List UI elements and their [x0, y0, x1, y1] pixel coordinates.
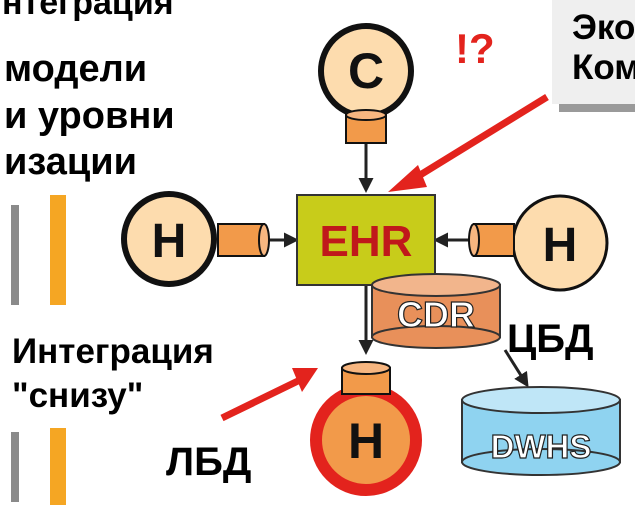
gray-bar-bottom [11, 432, 19, 502]
gray-bar-top [11, 205, 19, 305]
text-ization: изации [4, 141, 137, 183]
cylinder-left [217, 223, 270, 257]
node-ehr-label: EHR [320, 217, 413, 266]
node-c: C [318, 23, 414, 119]
heading-integration: нтеграция [2, 0, 174, 22]
orange-bar-bottom [50, 428, 66, 505]
orange-bar-top [50, 195, 66, 305]
node-h-right-label: H [543, 219, 578, 272]
label-cbd: ЦБД [507, 317, 593, 361]
node-h-right: H [511, 194, 609, 292]
node-cdr-label: CDR [397, 294, 475, 335]
callout-box: Эко Ком [552, 0, 635, 104]
callout-line-2: Ком [572, 48, 635, 87]
cylinder-c [345, 109, 387, 144]
link-cdr-to-dwhs [503, 349, 529, 388]
node-dwhs: DWHS [461, 386, 621, 476]
text-from-below: "снизу" [12, 376, 144, 415]
red-arrow-top [388, 94, 549, 192]
node-dwhs-label: DWHS [491, 428, 592, 465]
cylinder-right [468, 223, 515, 257]
node-h-left: H [121, 191, 217, 287]
node-h-bottom-label: H [348, 413, 384, 469]
label-lbd: ЛБД [166, 440, 251, 484]
node-h-bottom: H [310, 384, 422, 496]
exclamation-mark: !? [455, 25, 495, 72]
cylinder-bottom [341, 361, 391, 395]
node-cdr: CDR [371, 273, 501, 349]
text-integration-bottom: Интеграция [12, 332, 214, 371]
node-ehr: EHR [296, 194, 436, 286]
node-h-left-label: H [152, 215, 187, 268]
text-and-levels: и уровни [4, 95, 175, 137]
node-c-label: C [348, 43, 384, 99]
red-arrow-bottom [220, 368, 318, 422]
text-models: модели [4, 48, 148, 90]
callout-line-1: Эко [572, 8, 635, 47]
